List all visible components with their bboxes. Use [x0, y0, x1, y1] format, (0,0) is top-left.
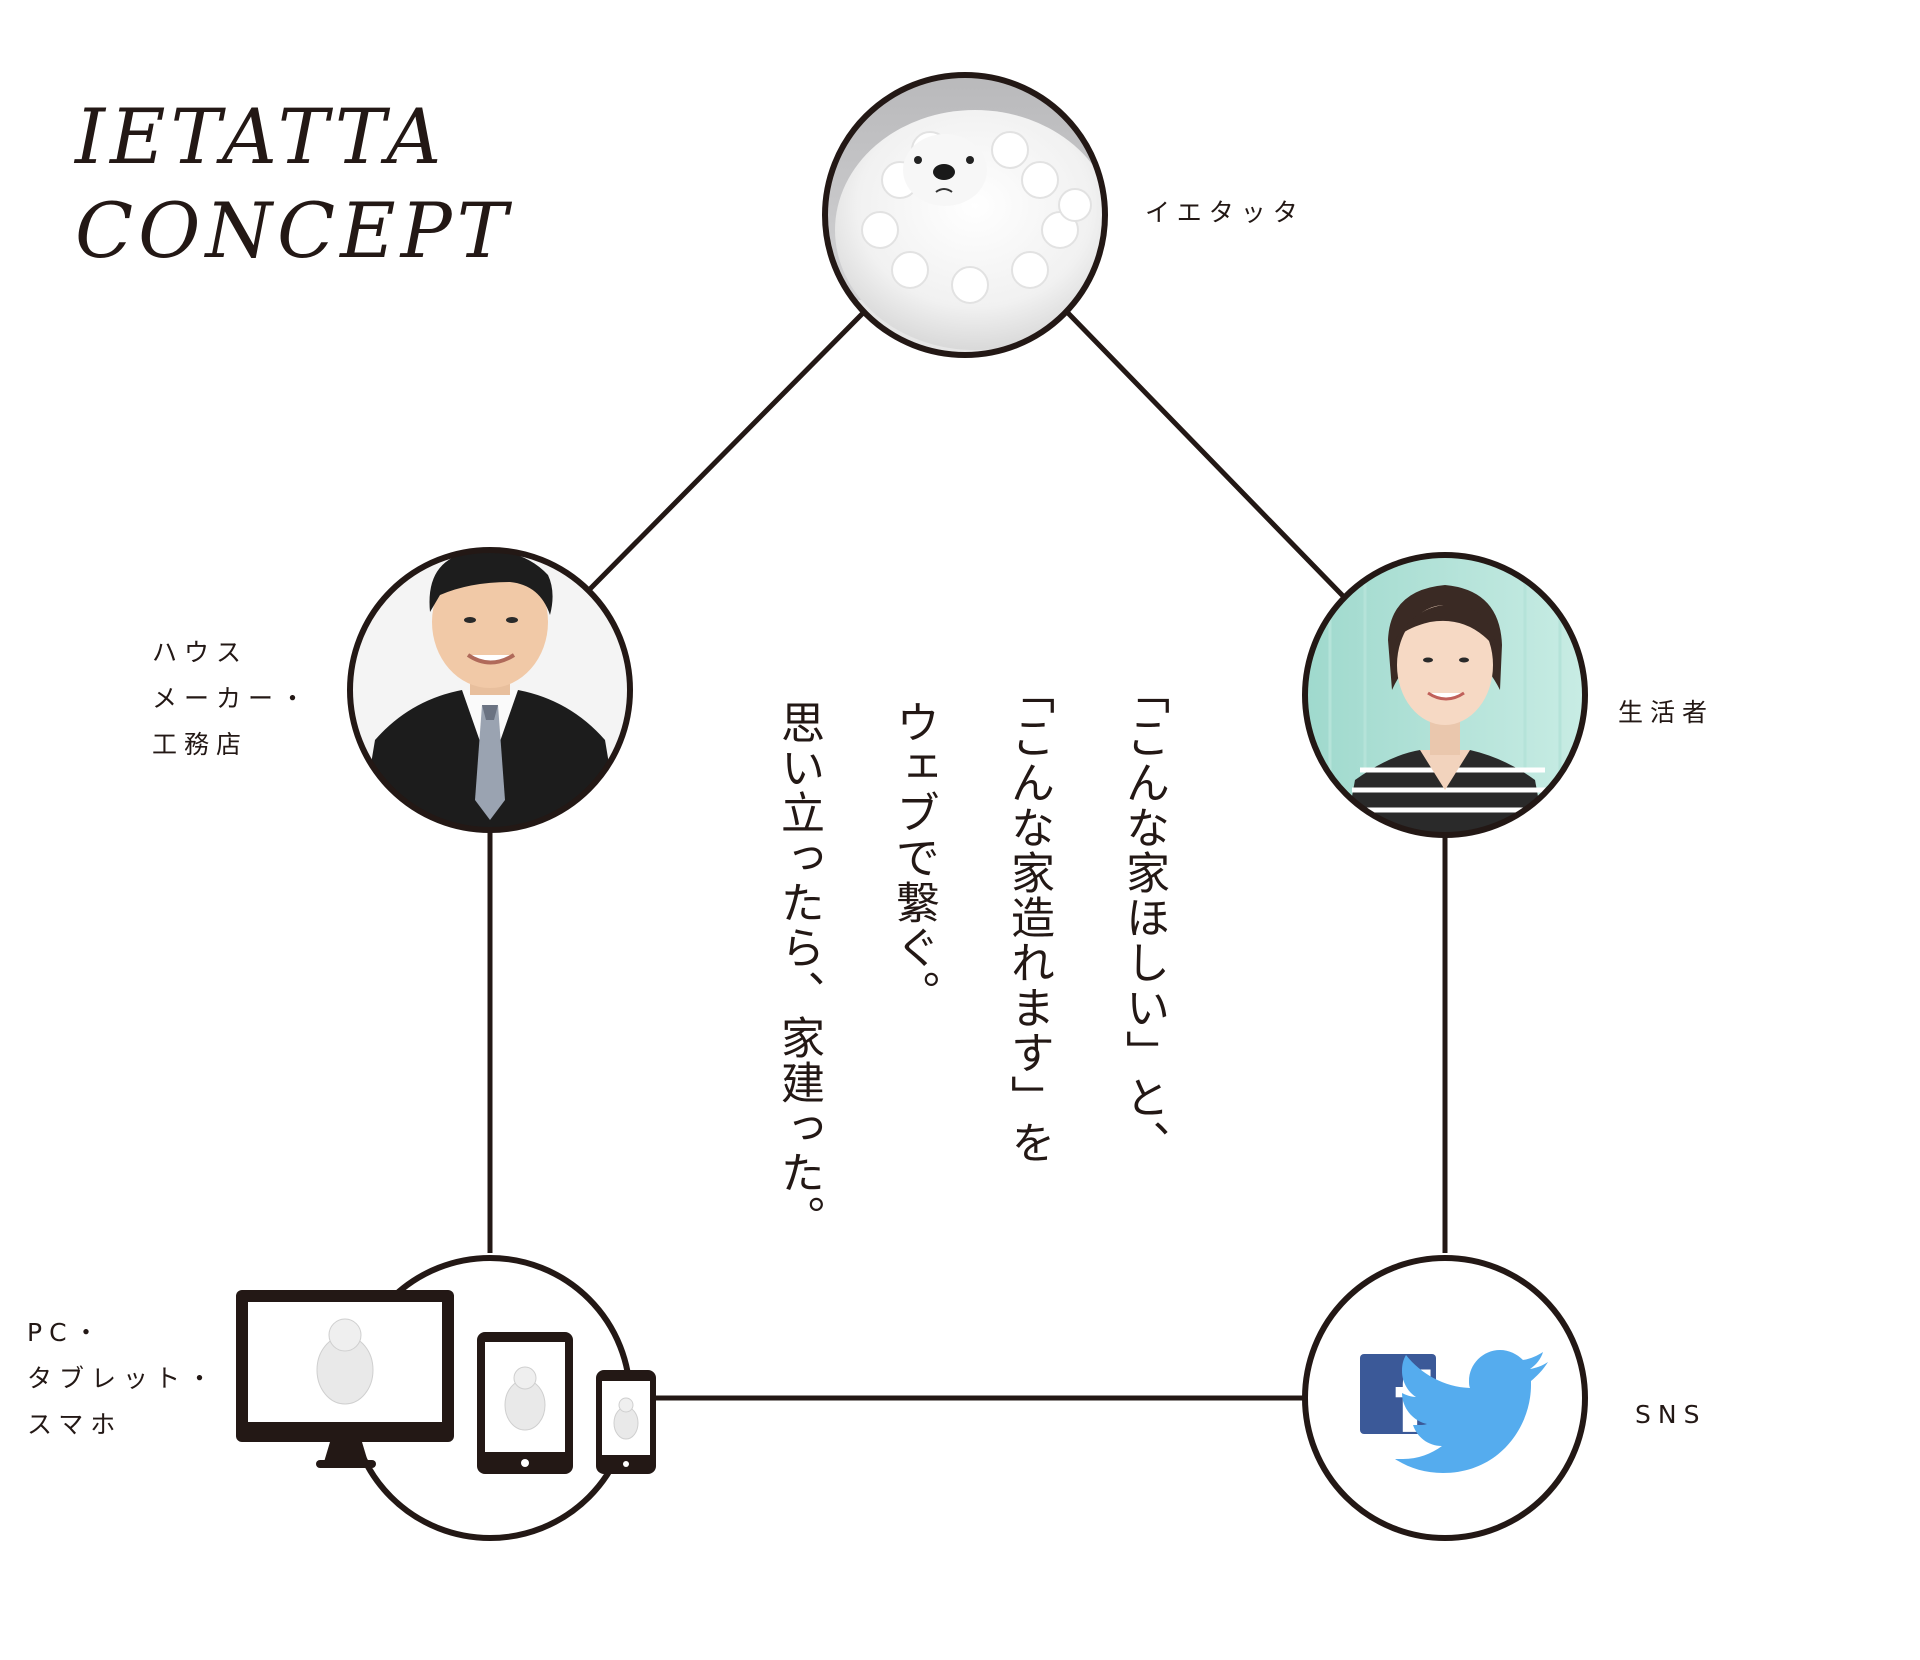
line-top-right: [1066, 311, 1345, 598]
house-maker-label-line-1: ハウス: [152, 638, 249, 667]
tablet-icon: [477, 1332, 573, 1474]
title-line-1: IETATTA: [75, 92, 447, 181]
consumer-label: 生活者: [1618, 690, 1714, 736]
tagline-line-3: ウェブで繋ぐ。: [888, 700, 939, 1015]
consumer-label-text: 生活者: [1618, 698, 1715, 727]
devices-label-line-1: PC・: [27, 1318, 106, 1347]
mascot-screen-tablet: [504, 1366, 546, 1431]
mascot-screen-desktop: [316, 1318, 374, 1405]
devices-node: [236, 1255, 656, 1541]
page-title: IETATTA CONCEPT: [75, 90, 512, 278]
sns-node: f: [1302, 1255, 1588, 1541]
ietatta-photo: [822, 72, 1108, 358]
devices-label-line-2: タブレット・: [27, 1364, 220, 1393]
title-line-2: CONCEPT: [75, 186, 513, 275]
consumer-photo: [1302, 552, 1588, 838]
sns-label-text: SNS: [1635, 1400, 1707, 1429]
mascot-screen-phone: [613, 1397, 639, 1440]
ietatta-label-text: イエタッタ: [1145, 198, 1305, 227]
line-top-left: [587, 311, 865, 592]
tagline-line-2: 「こんな家造れます」を: [1003, 670, 1054, 1165]
sns-label: SNS: [1635, 1392, 1706, 1438]
house-maker-label: ハウス メーカー・ 工務店: [152, 630, 312, 768]
smartphone-icon: [596, 1370, 656, 1474]
connector-lines: [487, 311, 1448, 1401]
devices-label-line-3: スマホ: [27, 1410, 123, 1439]
house-maker-photo: [347, 547, 633, 833]
house-maker-label-line-3: 工務店: [152, 730, 249, 759]
devices-label: PC・ タブレット・ スマホ: [27, 1310, 219, 1448]
tagline-line-1: 「こんな家ほしい」と、: [1118, 670, 1169, 1165]
house-maker-label-line-2: メーカー・: [152, 684, 313, 713]
ietatta-label: イエタッタ: [1145, 190, 1305, 236]
desktop-monitor-icon: [236, 1290, 454, 1468]
twitter-icon[interactable]: [1395, 1350, 1548, 1473]
tagline-line-4: 思い立ったら、家建った。: [773, 700, 824, 1240]
